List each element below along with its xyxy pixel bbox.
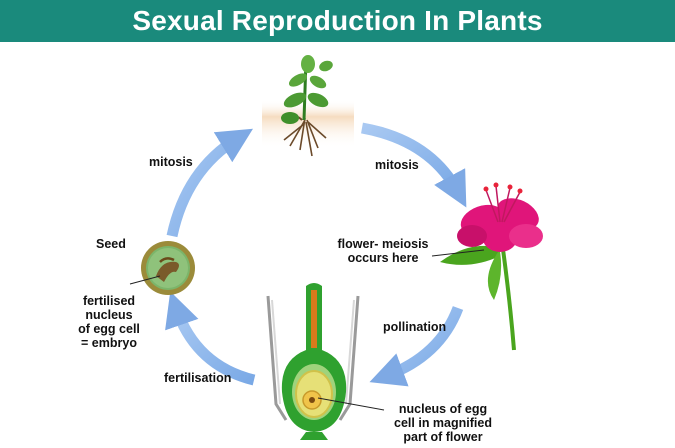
seedling-icon	[262, 55, 354, 157]
label-egg-nucleus: nucleus of egg cell in magnified part of…	[394, 402, 492, 444]
seed-icon	[129, 241, 195, 295]
arrow-ovary-to-seed	[165, 291, 256, 386]
label-pollination: pollination	[383, 320, 447, 334]
cycle-arrow-icon	[165, 122, 467, 387]
label-mitosis-left: mitosis	[149, 155, 193, 169]
label-embryo: fertilised nucleus of egg cell = embryo	[78, 294, 140, 350]
ovary-icon	[266, 283, 385, 440]
arrow-seed-to-seedling	[166, 128, 253, 238]
arrow-flower-to-ovary	[369, 305, 464, 387]
label-flower-meiosis: flower- meiosis occurs here	[337, 237, 429, 265]
label-seed: Seed	[96, 237, 126, 251]
title-bar: Sexual Reproduction In Plants	[0, 0, 675, 42]
flower-icon	[431, 182, 543, 351]
label-fertilisation: fertilisation	[164, 371, 232, 385]
label-mitosis-right: mitosis	[375, 158, 419, 172]
page-title: Sexual Reproduction In Plants	[132, 5, 543, 36]
arrow-seedling-to-flower	[361, 122, 467, 208]
